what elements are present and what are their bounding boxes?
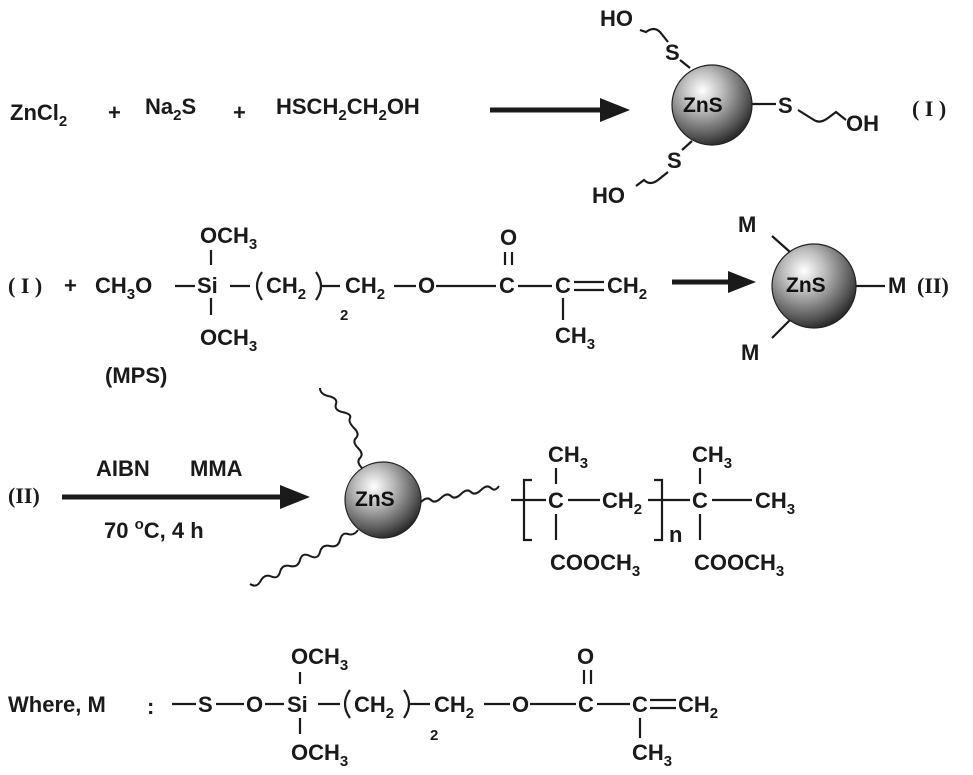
ethyl-chain <box>797 109 847 123</box>
ethyl-chain <box>639 27 669 43</box>
methylene-group: CH2 <box>602 488 642 518</box>
bond <box>679 59 691 69</box>
legend-definition: Where, M : S O Si OCH3 OCH3 CH2 2 CH2 O … <box>8 644 718 770</box>
zns-label: ZnS <box>786 274 826 297</box>
ester-group: COOCH3 <box>550 550 640 580</box>
sulfur-atom: S <box>665 40 680 65</box>
mps-label: (MPS) <box>105 363 167 388</box>
step2-equation: ( I ) + CH3O Si OCH3 OCH3 CH2 2 CH2 O C … <box>8 212 949 388</box>
bond <box>771 319 791 339</box>
plus-sign: + <box>64 273 77 298</box>
alkene-carbon: C <box>555 273 571 298</box>
compound-label-i: ( I ) <box>8 273 42 298</box>
methylene-group: CH2 <box>354 692 394 722</box>
reagent-mma: MMA <box>190 456 243 481</box>
polymer-bracket-left <box>522 478 532 542</box>
repeat-bracket-left <box>255 271 263 301</box>
carbonyl-oxygen: O <box>500 225 517 250</box>
compound-label-i: ( I ) <box>912 96 946 121</box>
oxygen-atom: O <box>246 692 263 717</box>
plus-sign: + <box>108 100 121 125</box>
methoxy-bottom: OCH3 <box>200 325 257 355</box>
methylene-group: CH2 <box>266 273 306 303</box>
methyl-group: CH3 <box>692 442 732 472</box>
zns-label: ZnS <box>355 488 395 511</box>
methoxy-top: OCH3 <box>200 223 257 253</box>
methyl-group: CH3 <box>755 488 795 518</box>
compound-label-ii: (II) <box>917 273 949 298</box>
reactant-na2s: Na2S <box>145 94 196 124</box>
ester-oxygen: O <box>512 692 529 717</box>
ester-oxygen: O <box>418 273 435 298</box>
carbonyl-carbon: C <box>499 273 515 298</box>
m-group: M <box>741 340 759 365</box>
pmma-chain-wavy <box>319 387 363 469</box>
hydroxyl-group: OH <box>846 111 879 136</box>
repeat-count: 2 <box>430 727 438 744</box>
reactant-mercaptoethanol: HSCH2CH2OH <box>276 94 420 124</box>
sulfur-atom: S <box>778 93 793 118</box>
methoxy-top: OCH3 <box>291 644 348 674</box>
repeat-count-n: n <box>669 522 682 547</box>
sulfur-atom: S <box>667 148 682 173</box>
alkene-carbon: C <box>632 692 648 717</box>
plus-sign: + <box>233 100 246 125</box>
step3-equation: (II) AIBN MMA 70 oC, 4 h ZnS C CH3 COOCH… <box>8 387 795 587</box>
zns-particle <box>344 461 422 539</box>
m-group: M <box>888 273 906 298</box>
ethyl-chain <box>635 171 669 187</box>
methoxy-bottom: OCH3 <box>291 740 348 770</box>
pmma-chain-wavy <box>249 529 359 587</box>
carbonyl-oxygen: O <box>577 644 594 669</box>
reaction-conditions: 70 oC, 4 h <box>104 516 204 543</box>
arrow-head-3 <box>280 485 310 509</box>
bond <box>681 140 693 151</box>
silicon-atom: Si <box>197 273 218 298</box>
hydroxyl-group: HO <box>592 183 625 208</box>
methylene-end: CH2 <box>607 273 647 303</box>
repeat-count: 2 <box>340 307 348 324</box>
methyl-group: CH3 <box>632 740 672 770</box>
reactant-zncl2: ZnCl2 <box>10 100 67 130</box>
methylene-group: CH2 <box>345 273 385 303</box>
compound-label-ii: (II) <box>8 483 40 508</box>
methylene-group: CH2 <box>434 692 474 722</box>
methyl-group: CH3 <box>555 323 595 353</box>
bond <box>771 235 791 253</box>
silicon-atom: Si <box>287 692 308 717</box>
polymer-bracket-right <box>654 478 664 542</box>
carbonyl-carbon: C <box>578 692 594 717</box>
repeat-bracket-right <box>315 271 323 301</box>
arrow-head-2 <box>728 271 756 293</box>
legend-where-label: Where, M <box>8 692 106 717</box>
m-group: M <box>738 212 756 237</box>
ester-group: COOCH3 <box>694 550 784 580</box>
end-carbon: C <box>692 488 708 513</box>
pmma-chain-wavy <box>420 485 500 503</box>
hydroxyl-group: HO <box>600 6 633 31</box>
methylene-end: CH2 <box>678 692 718 722</box>
reagent-aibn: AIBN <box>96 456 150 481</box>
methyl-group: CH3 <box>548 442 588 472</box>
repeat-bracket-right <box>403 689 411 719</box>
arrow-head-1 <box>600 98 630 122</box>
zns-label: ZnS <box>683 94 723 117</box>
methoxy-group: CH3O <box>95 273 152 303</box>
backbone-carbon: C <box>548 488 564 513</box>
repeat-bracket-left <box>343 689 351 719</box>
legend-colon: : <box>147 694 154 719</box>
sulfur-atom: S <box>198 692 213 717</box>
step1-equation: ZnCl2 + Na2S + HSCH2CH2OH ZnS S HO S OH … <box>10 6 946 208</box>
